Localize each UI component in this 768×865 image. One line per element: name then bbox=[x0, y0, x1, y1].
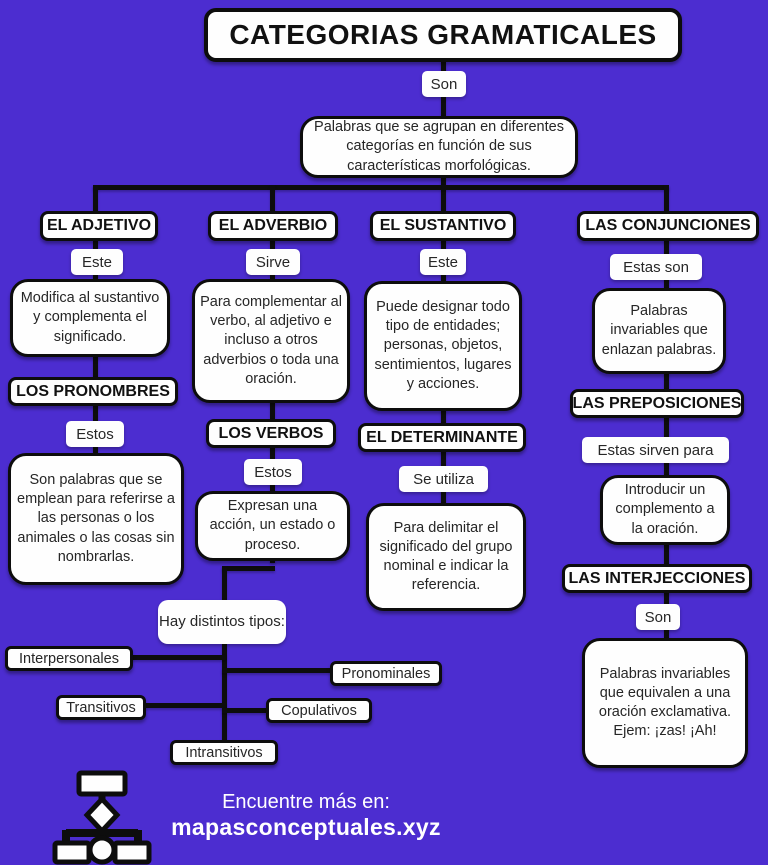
conjunciones-header: LAS CONJUNCIONES bbox=[577, 211, 759, 241]
verbos-header: LOS VERBOS bbox=[206, 419, 336, 448]
verb-type-intransitivos: Intransitivos bbox=[170, 740, 278, 765]
verb-type-pronominales: Pronominales bbox=[330, 661, 442, 686]
verb-type-interpersonales: Interpersonales bbox=[5, 646, 133, 671]
determinante-connector-label: Se utiliza bbox=[399, 466, 488, 492]
preposiciones-description: Introducir un complemento a la oración. bbox=[600, 475, 730, 545]
connector-line bbox=[128, 655, 226, 660]
connector-line bbox=[222, 708, 270, 713]
conjunciones-description: Palabras invariables que enlazan palabra… bbox=[592, 288, 726, 374]
conjunciones-connector-label: Estas son bbox=[610, 254, 702, 280]
connector-line bbox=[140, 703, 226, 708]
adverbio-header: EL ADVERBIO bbox=[208, 211, 338, 241]
adverbio-connector-label: Sirve bbox=[246, 249, 300, 275]
interjecciones-description: Palabras invariables que equivalen a una… bbox=[582, 638, 748, 768]
adjetivo-connector-label: Este bbox=[71, 249, 123, 275]
footer: Encuentre más en: mapasconceptuales.xyz bbox=[160, 791, 452, 841]
adjetivo-description: Modifica al sustantivo y complementa el … bbox=[10, 279, 170, 357]
verbos-description: Expresan una acción, un estado o proceso… bbox=[195, 491, 350, 561]
interjecciones-connector-label: Son bbox=[636, 604, 680, 630]
determinante-header: EL DETERMINANTE bbox=[358, 423, 526, 452]
map-title: CATEGORIAS GRAMATICALES bbox=[204, 8, 682, 62]
verbos-types-label: Hay distintos tipos: bbox=[158, 600, 286, 644]
verbos-connector-label: Estos bbox=[244, 459, 302, 485]
verb-type-copulativos: Copulativos bbox=[266, 698, 372, 723]
connector-line bbox=[664, 185, 669, 215]
pronombres-header: LOS PRONOMBRES bbox=[8, 377, 178, 406]
sustantivo-description: Puede designar todo tipo de entidades; p… bbox=[364, 281, 522, 411]
verb-type-transitivos: Transitivos bbox=[56, 695, 146, 720]
connector-line bbox=[222, 668, 334, 673]
footer-site-name: mapasconceptuales.xyz bbox=[171, 814, 441, 840]
footer-tagline: Encuentre más en: bbox=[222, 791, 390, 813]
sustantivo-header: EL SUSTANTIVO bbox=[370, 211, 516, 241]
connector-line bbox=[222, 642, 227, 744]
interjecciones-header: LAS INTERJECCIONES bbox=[562, 564, 752, 593]
connector-line bbox=[222, 566, 227, 606]
connector-line bbox=[441, 172, 446, 216]
concept-map-logo-icon bbox=[52, 770, 152, 865]
preposiciones-connector-label: Estas sirven para bbox=[582, 437, 729, 463]
sustantivo-connector-label: Este bbox=[420, 249, 466, 275]
pronombres-connector-label: Estos bbox=[66, 421, 124, 447]
determinante-description: Para delimitar el significado del grupo … bbox=[366, 503, 526, 611]
root-connector-label: Son bbox=[422, 71, 466, 97]
connector-line bbox=[222, 566, 275, 571]
connector-line bbox=[270, 185, 275, 215]
root-description: Palabras que se agrupan en diferentes ca… bbox=[300, 116, 578, 178]
adverbio-description: Para complementar al verbo, al adjetivo … bbox=[192, 279, 350, 403]
preposiciones-header: LAS PREPOSICIONES bbox=[570, 389, 744, 418]
connector-line bbox=[93, 185, 669, 190]
adjetivo-header: EL ADJETIVO bbox=[40, 211, 158, 241]
pronombres-description: Son palabras que se emplean para referir… bbox=[8, 453, 184, 585]
connector-line bbox=[93, 185, 98, 215]
